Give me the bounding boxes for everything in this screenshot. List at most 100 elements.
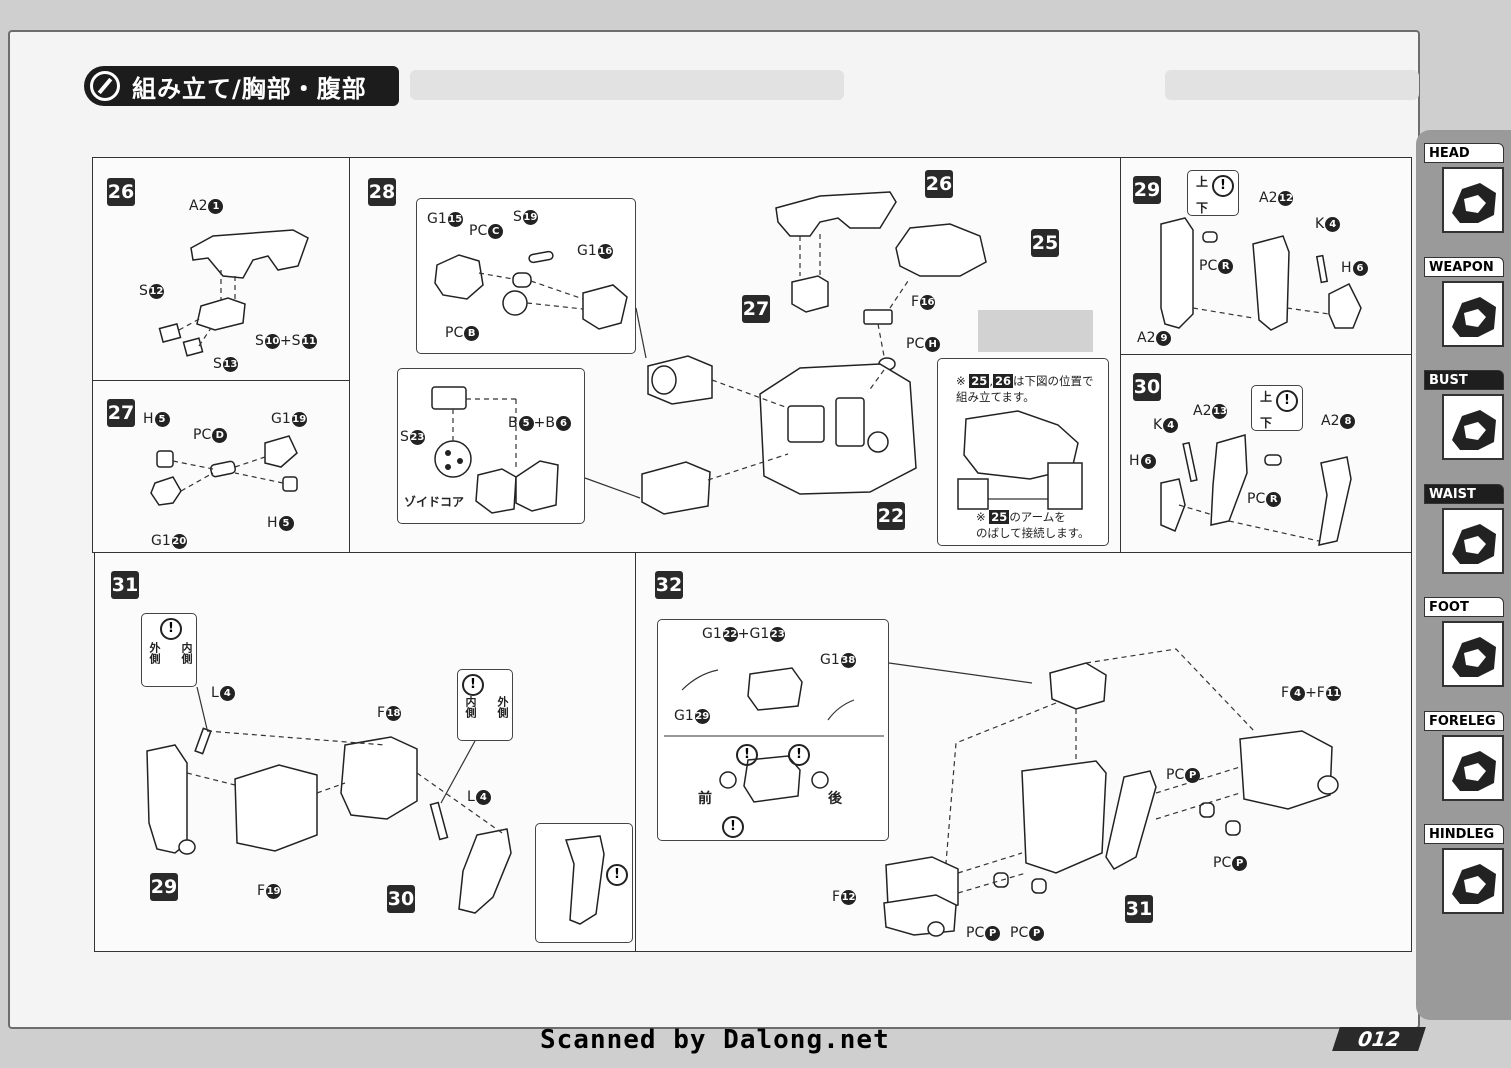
gray-placeholder-box	[978, 310, 1093, 352]
nav-item-label: HINDLEG	[1424, 824, 1504, 844]
step-32-illustration	[883, 648, 1339, 937]
inner-side-label: 内側	[464, 696, 477, 718]
nav-item-label: WEAPON	[1424, 256, 1504, 277]
down-label: 下	[1196, 201, 1209, 215]
orientation-callout: ! 内側 外側	[457, 669, 513, 741]
step-31-panel: 31 ! 外側 内側 ! 内側 外側 !	[94, 552, 636, 952]
position-illustration	[957, 410, 1083, 510]
ref-step-26: 26	[925, 170, 953, 198]
down-label: 下	[1260, 416, 1273, 430]
nav-item-label: HEAD	[1424, 143, 1504, 163]
orientation-callout: ! 外側 内側	[141, 613, 197, 687]
caution-icon: !	[160, 618, 182, 640]
caution-icon: !	[722, 816, 744, 838]
foreleg-thumb	[1442, 734, 1504, 801]
section-header: 組み立て/胸部・腹部	[84, 66, 399, 106]
nav-item-foot[interactable]: FOOT	[1422, 597, 1508, 697]
orientation-callout: 上 下 !	[1251, 385, 1303, 431]
ref-step-31: 31	[1125, 895, 1153, 923]
header-ghost-bar	[410, 70, 844, 100]
caution-icon: !	[736, 744, 758, 766]
step-27-illustration	[150, 435, 298, 506]
foot-thumb	[1442, 621, 1504, 687]
step-number: 31	[111, 571, 139, 599]
bust-thumb	[1442, 394, 1504, 460]
inner-side-label: 内側	[180, 642, 193, 664]
nav-item-hindleg[interactable]: HINDLEG	[1422, 824, 1508, 924]
nav-item-weapon[interactable]: WEAPON	[1422, 256, 1508, 357]
zoid-core-label: ゾイドコア	[404, 495, 465, 509]
ref-step-30: 30	[387, 885, 415, 913]
page-number: 012	[1332, 1027, 1426, 1051]
compass-icon	[90, 71, 120, 101]
outer-side-label: 外側	[496, 696, 509, 718]
ref-step-29: 29	[150, 873, 178, 901]
back-label: 後	[828, 791, 842, 807]
hindleg-thumb	[1442, 848, 1504, 914]
nav-item-foreleg[interactable]: FORELEG	[1422, 710, 1508, 811]
step-number: 30	[1133, 373, 1161, 401]
head-thumb	[1442, 167, 1504, 233]
ref-step-27: 27	[742, 295, 770, 323]
ref-step-22: 22	[877, 502, 905, 530]
scan-credit: Scanned by Dalong.net	[540, 1025, 890, 1055]
sub-diagram-illustration	[431, 386, 559, 514]
nav-item-label: WAIST	[1424, 483, 1504, 504]
orientation-callout: 上 下 !	[1187, 170, 1239, 216]
caution-icon: !	[606, 864, 628, 886]
nav-item-waist[interactable]: WAIST	[1422, 483, 1508, 584]
sub-diagram-illustration	[664, 667, 884, 803]
header-ghost-bar-right	[1165, 70, 1419, 100]
step-number: 26	[107, 178, 135, 206]
caution-icon: !	[1276, 390, 1298, 412]
nav-item-head[interactable]: HEAD	[1422, 143, 1508, 243]
caution-icon: !	[462, 674, 484, 696]
section-title: 組み立て/胸部・腹部	[132, 74, 367, 103]
step-28-main-illustration	[584, 191, 987, 515]
step-number: 29	[1133, 176, 1161, 204]
nav-item-bust[interactable]: BUST	[1422, 370, 1508, 470]
caution-icon: !	[788, 744, 810, 766]
sub-diagram-illustration	[434, 250, 628, 330]
step-number: 28	[368, 178, 396, 206]
step-30-illustration	[1160, 434, 1352, 546]
